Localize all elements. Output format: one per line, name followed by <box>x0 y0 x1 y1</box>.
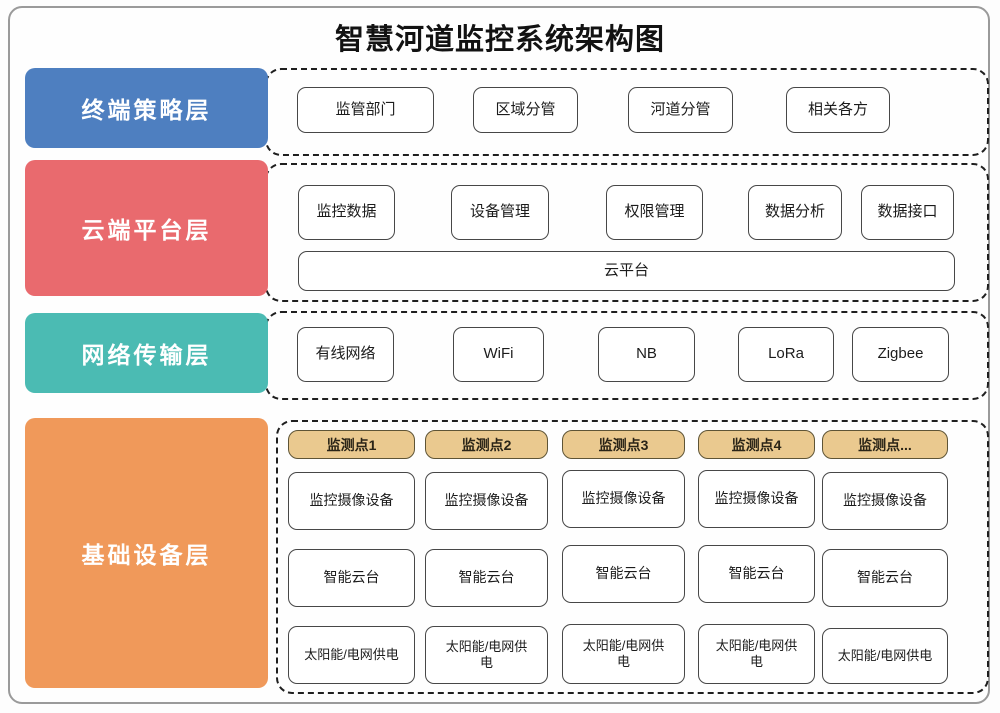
node-zigbee: Zigbee <box>852 327 949 382</box>
node-device-management: 设备管理 <box>451 185 549 240</box>
node-wifi: WiFi <box>453 327 544 382</box>
node-permission-management: 权限管理 <box>606 185 703 240</box>
node-camera-4: 监控摄像设备 <box>698 470 815 528</box>
node-power-1-label: 太阳能/电网供电 <box>304 646 399 662</box>
node-power-2-label: 太阳能/电网供电 <box>445 638 528 670</box>
node-power-3: 太阳能/电网供电 <box>562 624 685 684</box>
monitoring-point-1-header: 监测点1 <box>288 430 415 459</box>
node-power-3-label: 太阳能/电网供电 <box>582 637 665 669</box>
node-lora: LoRa <box>738 327 834 382</box>
node-gimbal-3: 智能云台 <box>562 545 685 603</box>
node-region-manager: 区域分管 <box>473 87 578 133</box>
node-camera-5: 监控摄像设备 <box>822 472 948 530</box>
layer-container-basic-equipment <box>276 420 989 694</box>
node-gimbal-4: 智能云台 <box>698 545 815 603</box>
node-monitoring-data: 监控数据 <box>298 185 395 240</box>
monitoring-point-4-header: 监测点4 <box>698 430 815 459</box>
layer-label-basic-equipment: 基础设备层 <box>25 418 268 688</box>
monitoring-point-3-header: 监测点3 <box>562 430 685 459</box>
node-gimbal-1: 智能云台 <box>288 549 415 607</box>
node-camera-2: 监控摄像设备 <box>425 472 548 530</box>
node-power-5-label: 太阳能/电网供电 <box>837 647 933 663</box>
node-river-manager: 河道分管 <box>628 87 733 133</box>
node-camera-3: 监控摄像设备 <box>562 470 685 528</box>
node-power-4-label: 太阳能/电网供电 <box>715 637 798 669</box>
node-data-analysis: 数据分析 <box>748 185 842 240</box>
node-wired-network: 有线网络 <box>297 327 394 382</box>
node-data-interface: 数据接口 <box>861 185 954 240</box>
node-supervision-department: 监管部门 <box>297 87 434 133</box>
monitoring-point-more-header: 监测点... <box>822 430 948 459</box>
node-nb: NB <box>598 327 695 382</box>
node-gimbal-5: 智能云台 <box>822 549 948 607</box>
layer-label-cloud-platform: 云端平台层 <box>25 160 268 296</box>
node-gimbal-2: 智能云台 <box>425 549 548 607</box>
node-stakeholders: 相关各方 <box>786 87 890 133</box>
layer-label-network-transmission: 网络传输层 <box>25 313 268 393</box>
monitoring-point-2-header: 监测点2 <box>425 430 548 459</box>
layer-label-terminal-strategy: 终端策略层 <box>25 68 268 148</box>
node-camera-1: 监控摄像设备 <box>288 472 415 530</box>
node-power-5: 太阳能/电网供电 <box>822 628 948 684</box>
diagram-title: 智慧河道监控系统架构图 <box>334 24 665 56</box>
node-power-1: 太阳能/电网供电 <box>288 626 415 684</box>
node-power-2: 太阳能/电网供电 <box>425 626 548 684</box>
node-power-4: 太阳能/电网供电 <box>698 624 815 684</box>
node-cloud-platform: 云平台 <box>298 251 955 291</box>
